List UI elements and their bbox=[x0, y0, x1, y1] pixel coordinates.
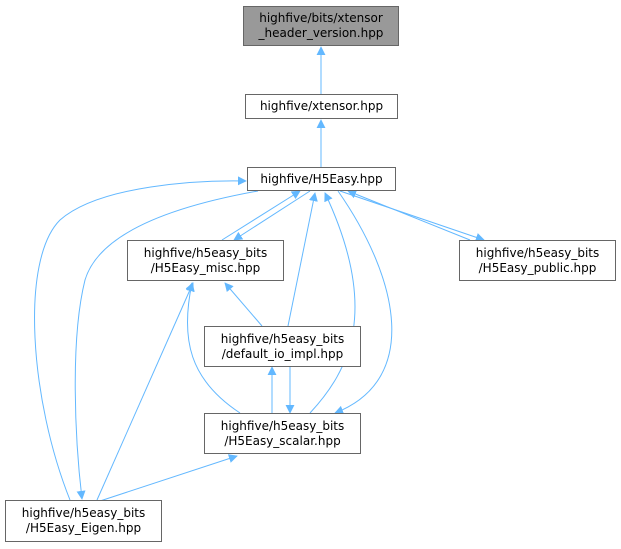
node-h5easy[interactable]: highfive/H5Easy.hpp bbox=[247, 167, 396, 191]
node-h5easy-misc[interactable]: highfive/h5easy_bits /H5Easy_misc.hpp bbox=[127, 240, 284, 281]
edge-h5easy-to-misc bbox=[233, 190, 311, 241]
edge-h5easy-to-public bbox=[339, 190, 485, 242]
node-label-line: highfive/h5easy_bits bbox=[220, 331, 345, 346]
node-label-line: highfive/h5easy_bits bbox=[21, 506, 146, 520]
node-label-line: highfive/h5easy_bits bbox=[143, 245, 268, 260]
node-label-line: /H5Easy_misc.hpp bbox=[150, 260, 261, 275]
edge-misc-to-h5easy bbox=[221, 190, 301, 241]
edge-eigen-to-scalar bbox=[99, 454, 238, 502]
edge-default-io-to-h5easy bbox=[287, 192, 318, 327]
node-label-line: highfive/H5Easy.hpp bbox=[260, 171, 383, 186]
node-label-line: highfive/h5easy_bits bbox=[220, 418, 345, 433]
node-label-line: /H5Easy_scalar.hpp bbox=[224, 433, 341, 448]
node-xtensor-header-version[interactable]: highfive/bits/xtensor _header_version.hp… bbox=[243, 6, 399, 46]
node-h5easy-eigen[interactable]: highfive/h5easy_bits /H5Easy_Eigen.hpp bbox=[5, 500, 162, 542]
node-label-line: highfive/bits/xtensor bbox=[259, 11, 383, 25]
node-h5easy-scalar[interactable]: highfive/h5easy_bits /H5Easy_scalar.hpp bbox=[204, 413, 361, 454]
edge-h5easy-to-scalar bbox=[334, 190, 393, 415]
edge-eigen-to-h5easy bbox=[34, 176, 247, 501]
edge-scalar-to-misc bbox=[185, 282, 241, 414]
node-h5easy-public[interactable]: highfive/h5easy_bits /H5Easy_public.hpp bbox=[459, 240, 616, 281]
edge-h5easy-to-eigen bbox=[74, 190, 259, 500]
edge-default-io-to-misc bbox=[224, 282, 263, 327]
node-label-line: /H5Easy_Eigen.hpp bbox=[25, 521, 142, 535]
node-label-line: /default_io_impl.hpp bbox=[221, 346, 344, 361]
node-label-line: highfive/xtensor.hpp bbox=[259, 99, 384, 113]
node-label-line: _header_version.hpp bbox=[258, 26, 384, 40]
node-label-line: /H5Easy_public.hpp bbox=[478, 260, 597, 275]
node-label-line: highfive/h5easy_bits bbox=[475, 245, 600, 260]
edge-eigen-to-misc bbox=[96, 282, 194, 501]
edge-scalar-to-h5easy bbox=[309, 192, 356, 414]
node-default-io-impl[interactable]: highfive/h5easy_bits /default_io_impl.hp… bbox=[204, 326, 361, 367]
edge-public-to-h5easy bbox=[347, 189, 471, 241]
node-xtensor[interactable]: highfive/xtensor.hpp bbox=[245, 94, 398, 119]
